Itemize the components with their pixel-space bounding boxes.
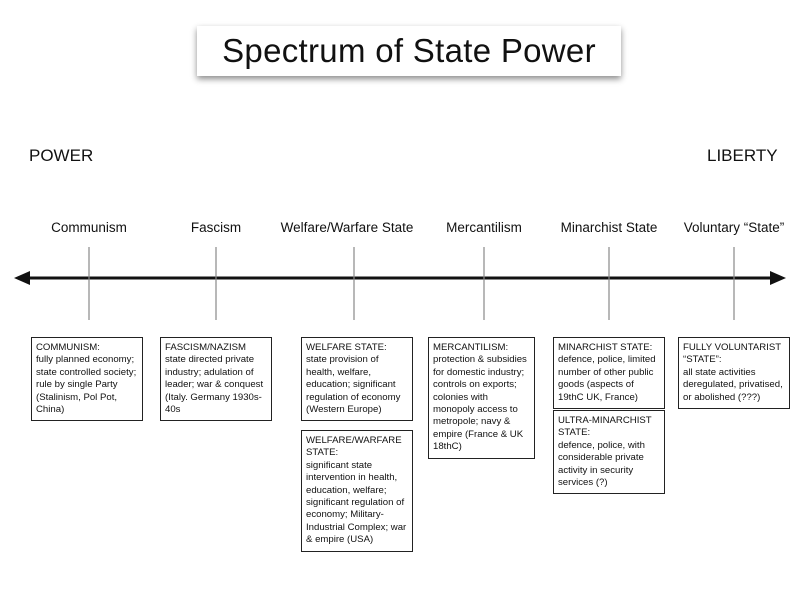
category-voluntary: Voluntary “State” [683,220,785,235]
box-heading: FULLY VOLUNTARIST “STATE”: [683,342,781,366]
spectrum-axis [14,247,786,320]
left-arrowhead [14,271,30,285]
welfare-warfare-box: WELFARE/WARFARE STATE: significant state… [301,430,413,552]
communism-box: COMMUNISM: fully planned economy; state … [31,337,143,422]
box-body: fully planned economy; state controlled … [36,354,137,416]
box-body: significant state intervention in health… [306,459,407,546]
voluntarist-box: FULLY VOLUNTARIST “STATE”: all state act… [678,337,790,410]
box-body: all state activities deregulated, privat… [683,366,783,403]
welfare-state-box: WELFARE STATE: state provision of health… [301,337,413,422]
box-heading: ULTRA-MINARCHIST STATE: [558,415,652,439]
box-heading: MERCANTILISM: [433,342,509,353]
category-mercantilism: Mercantilism [446,220,522,235]
box-heading: COMMUNISM: [36,342,100,353]
minarchist-box: MINARCHIST STATE: defence, police, limit… [553,337,665,410]
power-label: POWER [29,146,94,165]
page-title: Spectrum of State Power [197,26,621,76]
box-body: defence, police, limited number of other… [558,354,656,403]
box-heading: MINARCHIST STATE: [558,342,653,353]
box-body: protection & subsidies for domestic indu… [433,354,527,453]
right-arrowhead [770,271,786,285]
category-communism: Communism [51,220,127,235]
category-fascism: Fascism [190,220,242,235]
box-body: state directed private industry; adulati… [165,354,264,416]
box-body: state provision of health, welfare, educ… [306,354,401,416]
mercantilism-box: MERCANTILISM: protection & subsidies for… [428,337,535,459]
category-minarchist: Minarchist State [560,220,658,235]
ultra-minarchist-box: ULTRA-MINARCHIST STATE: defence, police,… [553,410,665,495]
box-heading: WELFARE STATE: [306,342,387,353]
box-heading: FASCISM/NAZISM [165,342,247,353]
box-heading: WELFARE/WARFARE STATE: [306,435,402,459]
fascism-box: FASCISM/NAZISM state directed private in… [160,337,272,422]
category-welfare-warfare: Welfare/Warfare State [280,220,414,235]
box-body: defence, police, with considerable priva… [558,439,645,489]
liberty-label: LIBERTY [707,146,778,165]
